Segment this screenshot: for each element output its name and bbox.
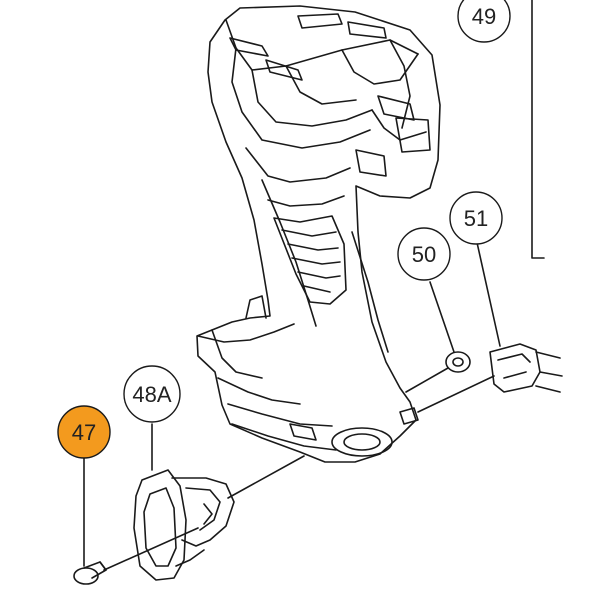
- callout-47: 47: [57, 405, 111, 459]
- callout-48a: 48A: [123, 365, 181, 423]
- leader-lines: [83, 0, 545, 571]
- callout-label: 47: [72, 420, 96, 445]
- callout-label: 48A: [132, 382, 171, 407]
- nut-part: [445, 351, 471, 373]
- callout-51: 51: [449, 191, 503, 245]
- bracket-part: [133, 469, 235, 581]
- screw-part: [73, 561, 107, 585]
- callout-50: 50: [397, 227, 451, 281]
- callout-label: 51: [464, 206, 488, 231]
- housing-part: [196, 5, 441, 463]
- connector-part: [489, 343, 563, 393]
- callout-label: 49: [472, 4, 496, 29]
- callout-49: 49: [457, 0, 511, 43]
- callout-label: 50: [412, 242, 436, 267]
